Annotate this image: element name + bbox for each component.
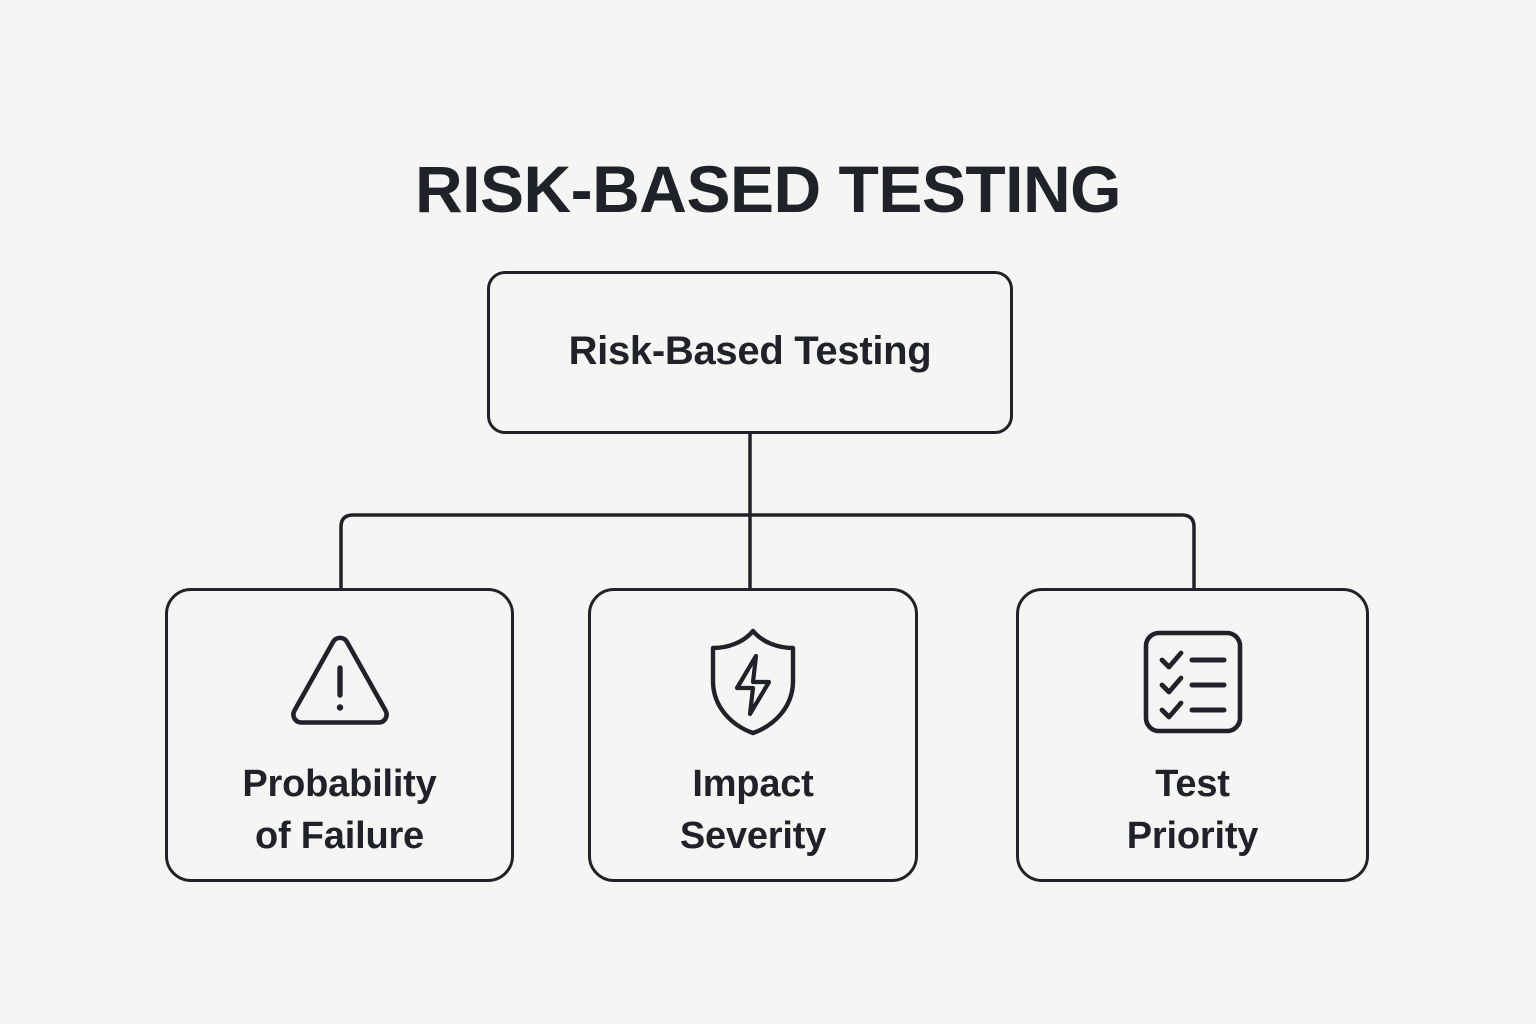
branch-card-impact-severity[interactable]: Impact Severity: [588, 588, 918, 882]
root-node-label: Risk-Based Testing: [568, 328, 932, 373]
shield-bolt-icon: [703, 627, 803, 737]
root-node[interactable]: Risk-Based Testing: [487, 271, 1013, 434]
branch-card-test-priority[interactable]: Test Priority: [1016, 588, 1369, 882]
branch-card-probability-of-failure[interactable]: Probability of Failure: [165, 588, 514, 882]
warning-triangle-icon: [286, 627, 394, 737]
branch-card-label: Probability of Failure: [242, 763, 437, 857]
branch-card-label: Impact Severity: [679, 763, 827, 857]
branch-card-label: Test Priority: [1126, 763, 1259, 857]
page-title: RISK-BASED TESTING: [414, 152, 1122, 227]
connector-bus: [339, 513, 1196, 588]
checklist-icon: [1142, 627, 1244, 737]
